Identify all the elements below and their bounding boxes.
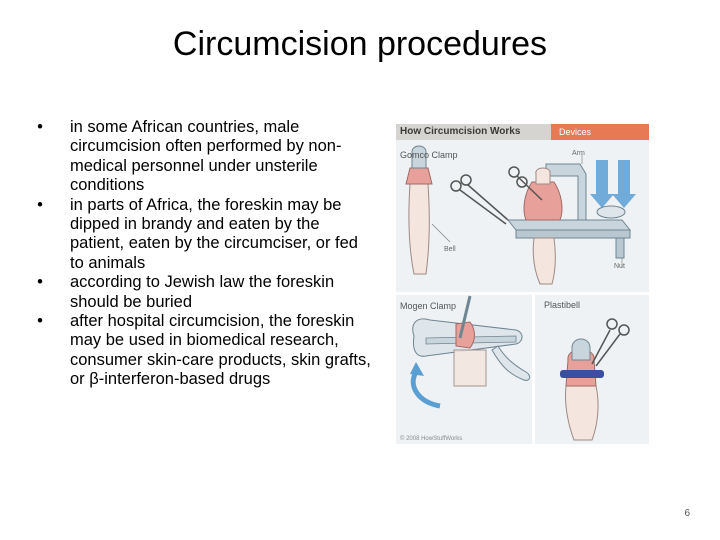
devices-illustration xyxy=(405,145,636,441)
bullet-marker: • xyxy=(37,312,43,331)
bullet-list: • in some African countries, male circum… xyxy=(30,118,375,390)
figure-title: How Circumcision Works xyxy=(400,126,521,137)
bullet-text: according to Jewish law the foreskin sho… xyxy=(70,273,335,311)
bullet-marker: • xyxy=(37,273,43,292)
arm-label: Arm xyxy=(572,150,585,157)
bullet-text: in parts of Africa, the foreskin may be … xyxy=(70,195,358,272)
gomco-clamp-label: Gomco Clamp xyxy=(400,150,458,160)
figure-tag: Devices xyxy=(551,124,649,140)
bullet-item: • in parts of Africa, the foreskin may b… xyxy=(30,196,375,274)
plastibell-illustration xyxy=(560,318,630,441)
plastibell-label: Plastibell xyxy=(544,300,581,310)
bullet-text: in some African countries, male circumci… xyxy=(70,118,342,195)
slide-title: Circumcision procedures xyxy=(172,25,548,63)
bullet-marker: • xyxy=(37,118,43,136)
copyright-label: © 2008 HowStuffWorks xyxy=(400,436,463,442)
bullet-item: • after hospital circumcision, the fores… xyxy=(30,312,375,390)
bullet-text: after hospital circumcision, the foreski… xyxy=(70,312,371,389)
circumcision-devices-figure: How Circumcision Works Devices xyxy=(396,124,649,444)
page-number: 6 xyxy=(684,508,690,519)
mogen-clamp-label: Mogen Clamp xyxy=(400,301,457,311)
mogen-clamp-illustration xyxy=(410,295,531,409)
bullet-item: • according to Jewish law the foreskin s… xyxy=(30,273,375,312)
panel-divider xyxy=(396,292,649,295)
panel-divider xyxy=(532,295,535,444)
bullet-marker: • xyxy=(37,195,43,214)
nut-label: Nut xyxy=(614,263,625,270)
bell-label: Bell xyxy=(444,246,456,253)
figure-header: How Circumcision Works Devices xyxy=(396,124,649,140)
gomco-clamp-illustration xyxy=(405,145,636,285)
bullet-item: • in some African countries, male circum… xyxy=(30,118,375,196)
